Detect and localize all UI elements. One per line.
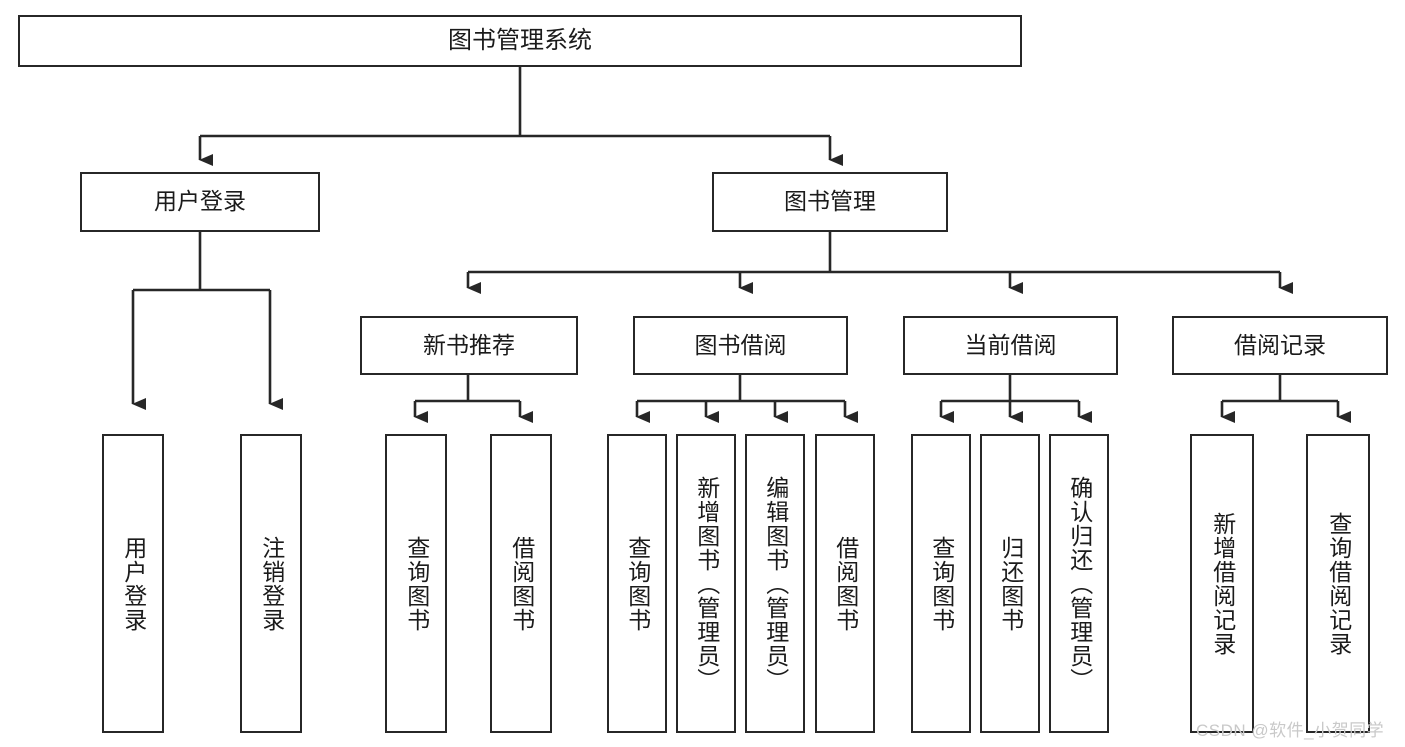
node-label: 注销登录 [258,535,285,632]
leaf-query-book-current[interactable]: 查询图书 [911,434,971,733]
node-user-login[interactable]: 用户登录 [80,172,320,232]
leaf-user-logout[interactable]: 注销登录 [240,434,302,733]
node-label: 用户登录 [154,188,246,215]
csdn-watermark: CSDN @软件_小贺同学 [1196,721,1385,740]
leaf-query-borrow-record[interactable]: 查询借阅记录 [1306,434,1370,733]
leaf-add-book-admin[interactable]: 新增图书（管理员） [676,434,736,733]
node-label: 图书管理 [784,188,876,215]
node-label: 当前借阅 [964,331,1057,358]
node-label: 编辑图书（管理员） [762,475,789,692]
node-label: 新增借阅记录 [1209,511,1236,656]
leaf-borrow-book-borrow[interactable]: 借阅图书 [815,434,875,733]
node-book-borrow[interactable]: 图书借阅 [633,316,848,375]
leaf-return-book[interactable]: 归还图书 [980,434,1040,733]
node-label: 借阅记录 [1234,331,1326,358]
node-label: 查询图书 [928,535,955,632]
node-borrow-record[interactable]: 借阅记录 [1172,316,1388,375]
node-label: 确认归还（管理员） [1066,475,1093,692]
node-label: 图书借阅 [694,331,787,358]
node-label: 图书管理系统 [448,26,592,54]
node-label: 查询图书 [403,535,430,632]
node-new-book-recommend[interactable]: 新书推荐 [360,316,578,375]
leaf-add-borrow-record[interactable]: 新增借阅记录 [1190,434,1254,733]
leaf-edit-book-admin[interactable]: 编辑图书（管理员） [745,434,805,733]
node-label: 查询图书 [624,535,651,632]
leaf-confirm-return-admin[interactable]: 确认归还（管理员） [1049,434,1109,733]
leaf-query-book-borrow[interactable]: 查询图书 [607,434,667,733]
leaf-query-book-new[interactable]: 查询图书 [385,434,447,733]
node-label: 借阅图书 [508,535,535,632]
leaf-borrow-book-new[interactable]: 借阅图书 [490,434,552,733]
node-root-book-management-system[interactable]: 图书管理系统 [18,15,1022,67]
node-label: 查询借阅记录 [1325,511,1352,656]
leaf-user-login[interactable]: 用户登录 [102,434,164,733]
node-label: 归还图书 [997,535,1024,632]
node-label: 用户登录 [120,535,147,632]
node-label: 新增图书（管理员） [693,475,720,692]
node-current-borrow[interactable]: 当前借阅 [903,316,1118,375]
node-label: 新书推荐 [423,331,515,358]
node-book-management[interactable]: 图书管理 [712,172,948,232]
node-label: 借阅图书 [832,535,859,632]
